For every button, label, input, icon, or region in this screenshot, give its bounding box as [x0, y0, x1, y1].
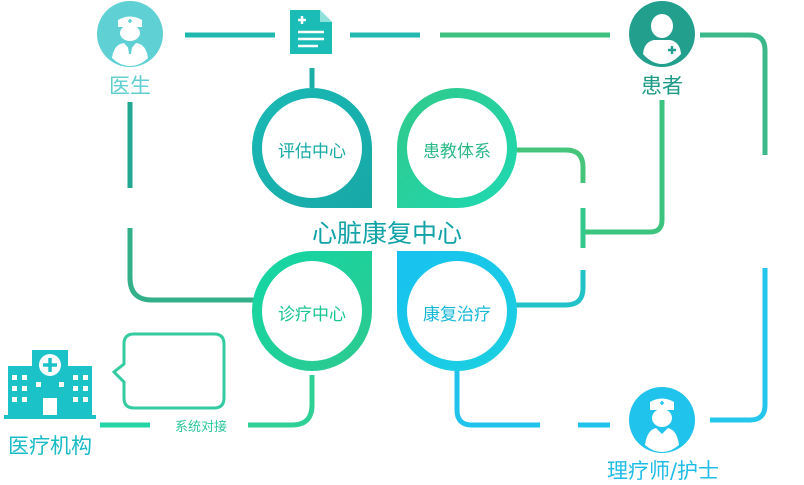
doctor-avatar-icon	[97, 1, 163, 67]
line-doctor-down-b	[127, 228, 255, 303]
connector-lines	[100, 32, 768, 428]
line-patient-down	[584, 100, 665, 235]
line-edu-bracket	[490, 147, 586, 183]
treatment-center-label: 诊疗中心	[278, 305, 346, 325]
center-title: 心脏康复中心	[311, 219, 462, 248]
line-rehab-down	[454, 368, 540, 428]
petal-treatment	[252, 251, 372, 371]
rehab-treatment-label: 康复治疗	[423, 305, 491, 325]
education-system-label: 患教体系	[423, 142, 491, 162]
institution-label: 医疗机构	[8, 434, 92, 458]
therapist-nurse-label: 理疗师/护士	[606, 459, 720, 483]
assessment-center-label: 评估中心	[278, 142, 346, 162]
hospital-building-icon	[4, 350, 96, 419]
line-rehab-bracket	[495, 270, 586, 308]
patient-avatar-icon	[629, 1, 695, 67]
petal-education	[397, 88, 517, 208]
doctor-label: 医生	[109, 74, 151, 98]
line-patient-right	[700, 32, 768, 155]
line-therapist-right	[710, 268, 768, 423]
petal-assessment	[252, 88, 372, 208]
speech-bubble-icon	[111, 332, 226, 410]
patient-label: 患者	[641, 74, 683, 98]
line-treatment-down	[248, 375, 315, 428]
nurse-avatar-icon	[629, 387, 695, 453]
petal-rehab	[397, 251, 517, 371]
system-link-label: 系统对接	[174, 420, 227, 435]
document-icon	[290, 10, 332, 54]
